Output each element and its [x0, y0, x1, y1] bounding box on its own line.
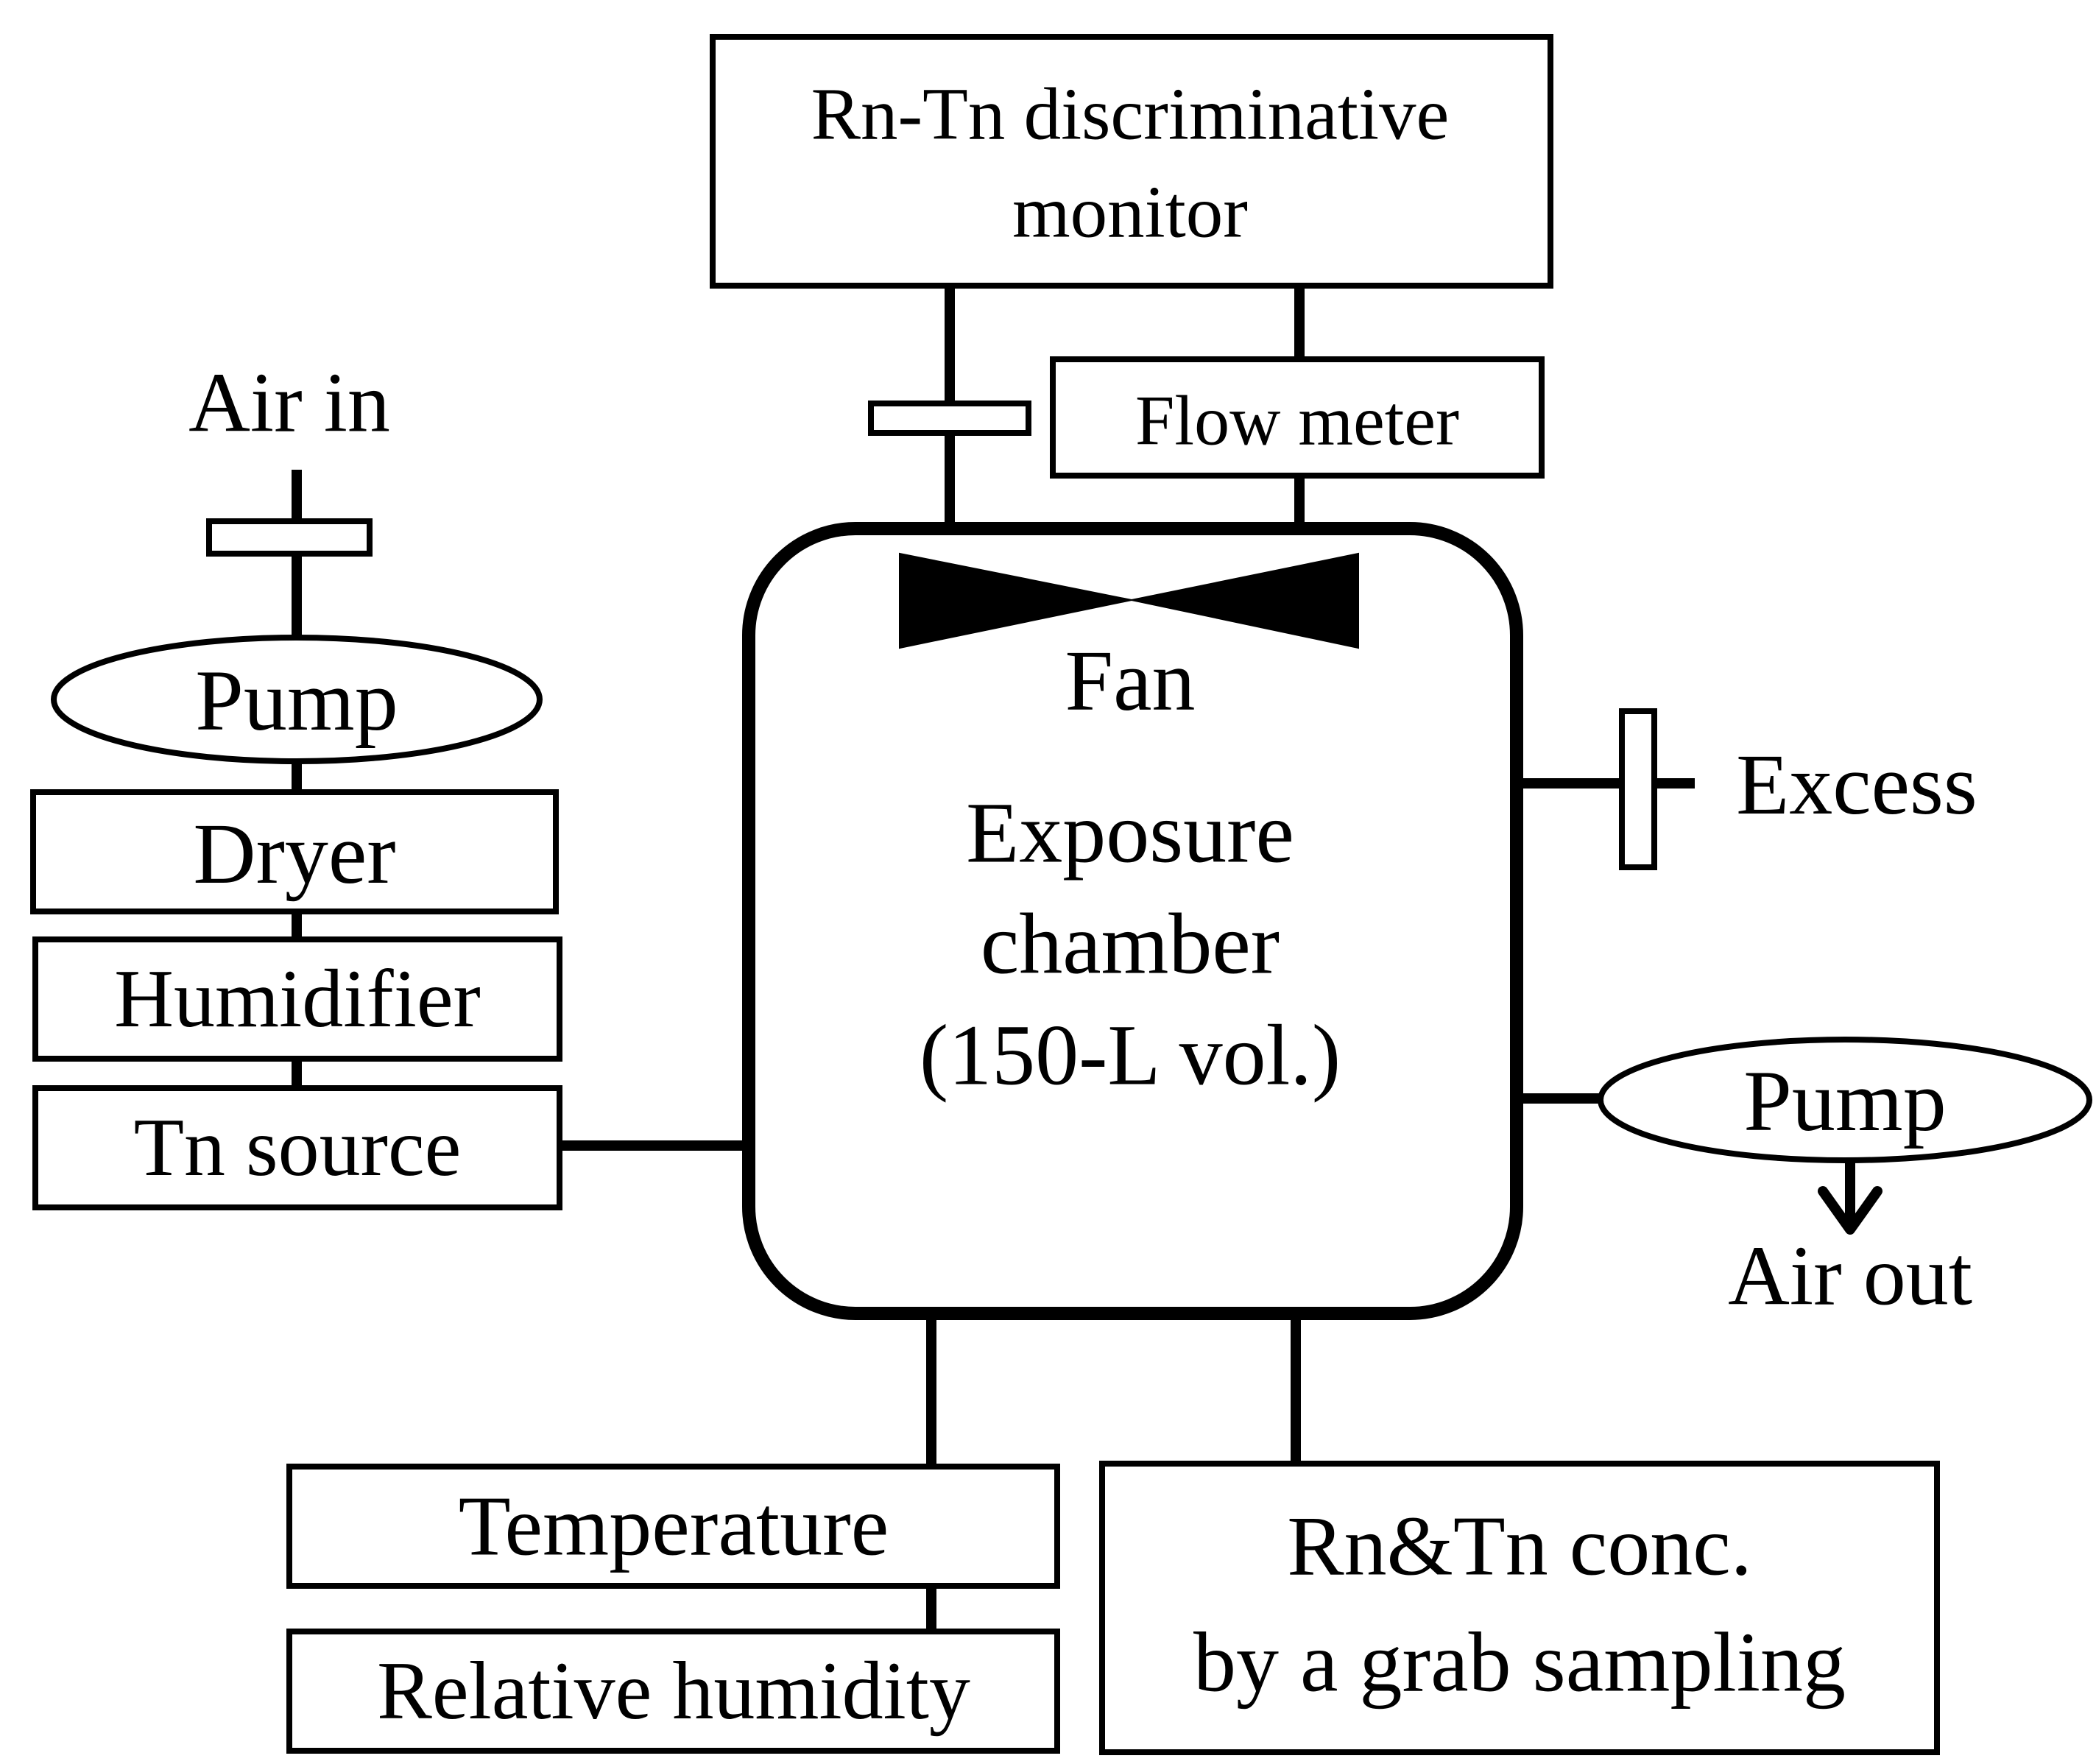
dryer-label: Dryer: [193, 805, 396, 903]
flow-meter-label: Flow meter: [1135, 381, 1459, 460]
tn-source-label: Tn source: [133, 1102, 462, 1194]
chamber-label: Exposure chamber (150-L vol.): [920, 777, 1341, 1110]
temperature-box: [286, 1464, 1060, 1589]
monitor-valve: [868, 401, 1031, 436]
air-out-label: Air out: [1728, 1229, 1972, 1324]
grab-sampling-label: Rn&Tn conc. by a grab sampling: [1193, 1489, 1846, 1721]
humidifier-box: [32, 936, 562, 1062]
outlet-pump-label: Pump: [1743, 1053, 1947, 1150]
chamber-label-line1: Exposure: [966, 784, 1294, 881]
grab-sampling-label-line2: by a grab sampling: [1193, 1615, 1846, 1710]
monitor-label-line1: Rn-Tn discriminative: [811, 72, 1450, 155]
relative-humidity-label: Relative humidity: [377, 1645, 970, 1737]
air-out-arrow: [1818, 1186, 1882, 1235]
fan-label: Fan: [1065, 632, 1196, 730]
monitor-label: Rn-Tn discriminative monitor: [811, 66, 1450, 262]
flow-meter-box: [1050, 356, 1545, 479]
grab-sampling-label-line1: Rn&Tn conc.: [1287, 1499, 1752, 1594]
chamber-label-line3: (150-L vol.): [919, 1006, 1341, 1104]
humidifier-label: Humidifier: [114, 953, 481, 1045]
monitor-box: [710, 34, 1553, 289]
humidity-box: [286, 1629, 1060, 1754]
fan-icon: [899, 552, 1359, 649]
exposure-chamber: [742, 522, 1523, 1320]
inlet-pump-shape: [51, 635, 543, 764]
excess-label: Excess: [1736, 736, 1977, 833]
grab-sampling-box: [1099, 1461, 1940, 1755]
excess-valve: [1619, 708, 1657, 870]
dryer-box: [30, 789, 559, 914]
air-in-label: Air in: [188, 356, 390, 451]
inlet-pump-label: Pump: [195, 652, 398, 749]
temperature-label: Temperature: [458, 1479, 889, 1574]
monitor-label-line2: monitor: [1012, 171, 1248, 253]
chamber-label-line2: chamber: [980, 895, 1280, 992]
inlet-valve: [206, 518, 373, 557]
